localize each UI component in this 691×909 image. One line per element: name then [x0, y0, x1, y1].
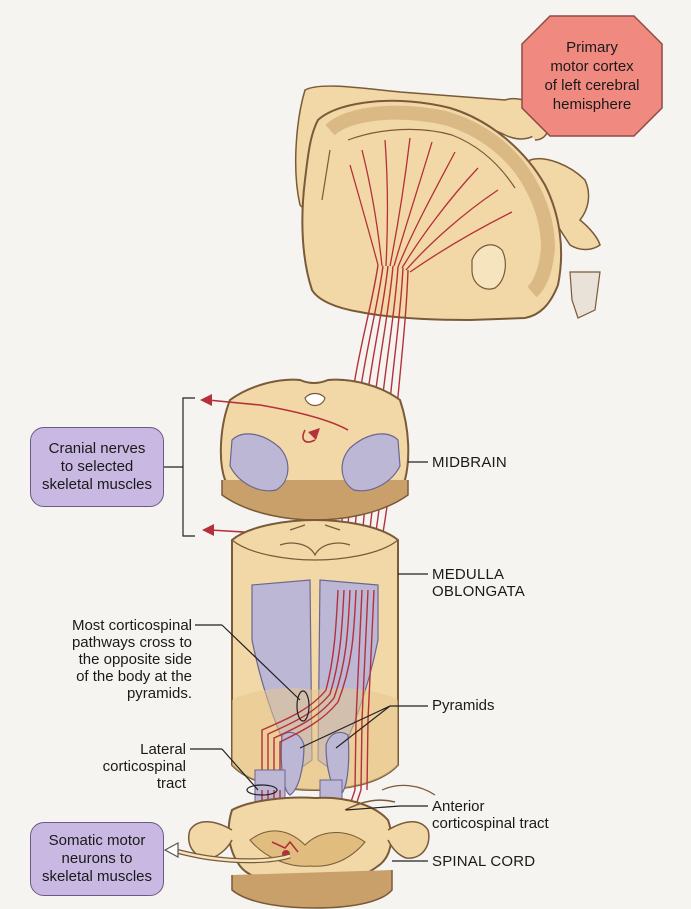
cortex-label-box: Primary motor cortex of left cerebral he… — [520, 14, 664, 138]
midbrain-section — [219, 378, 410, 521]
lateral-label-line-1: Lateral — [140, 741, 186, 758]
crossing-label-line-4: of the body at the — [76, 668, 192, 685]
somatic-neurons-box: Somatic motor neurons to skeletal muscle… — [30, 822, 164, 896]
medulla-block — [231, 518, 399, 796]
cortical-fibers — [349, 137, 513, 273]
crossing-label-line-1: Most corticospinal — [71, 617, 192, 634]
spinal-cord-label: SPINAL CORD — [432, 853, 536, 870]
medulla-fibers — [261, 589, 375, 791]
midbrain-label: MIDBRAIN — [432, 454, 507, 471]
decussation-marker — [296, 690, 310, 722]
somatic-label-line-2: neurons to — [61, 850, 133, 867]
anterior-tract-label: Anterior corticospinal tract — [432, 798, 549, 832]
cortex-label: Primary motor cortex of left cerebral he… — [526, 38, 658, 114]
cranial-label-line-1: Cranial nerves — [48, 440, 146, 457]
crossing-label-line-3: the opposite side — [78, 651, 192, 668]
medulla-label-line-1: MEDULLA — [432, 566, 505, 583]
spinal-cord-section — [163, 784, 436, 909]
crossing-label-line-5: pyramids. — [126, 685, 192, 702]
cranial-label-line-3: skeletal muscles — [41, 476, 153, 493]
somatic-label-line-3: skeletal muscles — [41, 868, 153, 885]
cortex-label-line-4: hemisphere — [552, 96, 632, 113]
anterior-label-line-1: Anterior — [432, 798, 485, 815]
cortex-label-line-1: Primary — [566, 39, 618, 56]
lateral-tract-label: Lateral corticospinal tract — [80, 741, 186, 792]
cerebral-hemisphere — [301, 99, 563, 322]
pyramids-label: Pyramids — [432, 697, 495, 714]
cortex-label-line-2: motor cortex — [550, 58, 634, 75]
lateral-label-line-2: corticospinal — [102, 758, 186, 775]
callout-lines — [164, 397, 428, 862]
cortex-label-line-3: of left cerebral — [544, 77, 640, 94]
crossing-label-line-2: pathways cross to — [71, 634, 192, 651]
somatic-label-line-1: Somatic motor — [48, 832, 146, 849]
lateral-label-line-3: tract — [156, 775, 186, 792]
medulla-label: MEDULLA OBLONGATA — [432, 566, 525, 600]
cortex-box-shape — [521, 15, 663, 137]
cranial-label-line-2: to selected — [60, 458, 134, 475]
crossing-label: Most corticospinal pathways cross to the… — [20, 617, 192, 702]
cranial-nerves-box: Cranial nerves to selected skeletal musc… — [30, 427, 164, 507]
medulla-label-line-2: OBLONGATA — [432, 583, 525, 600]
anterior-label-line-2: corticospinal tract — [432, 815, 549, 832]
lateral-tract-marker — [246, 784, 278, 796]
